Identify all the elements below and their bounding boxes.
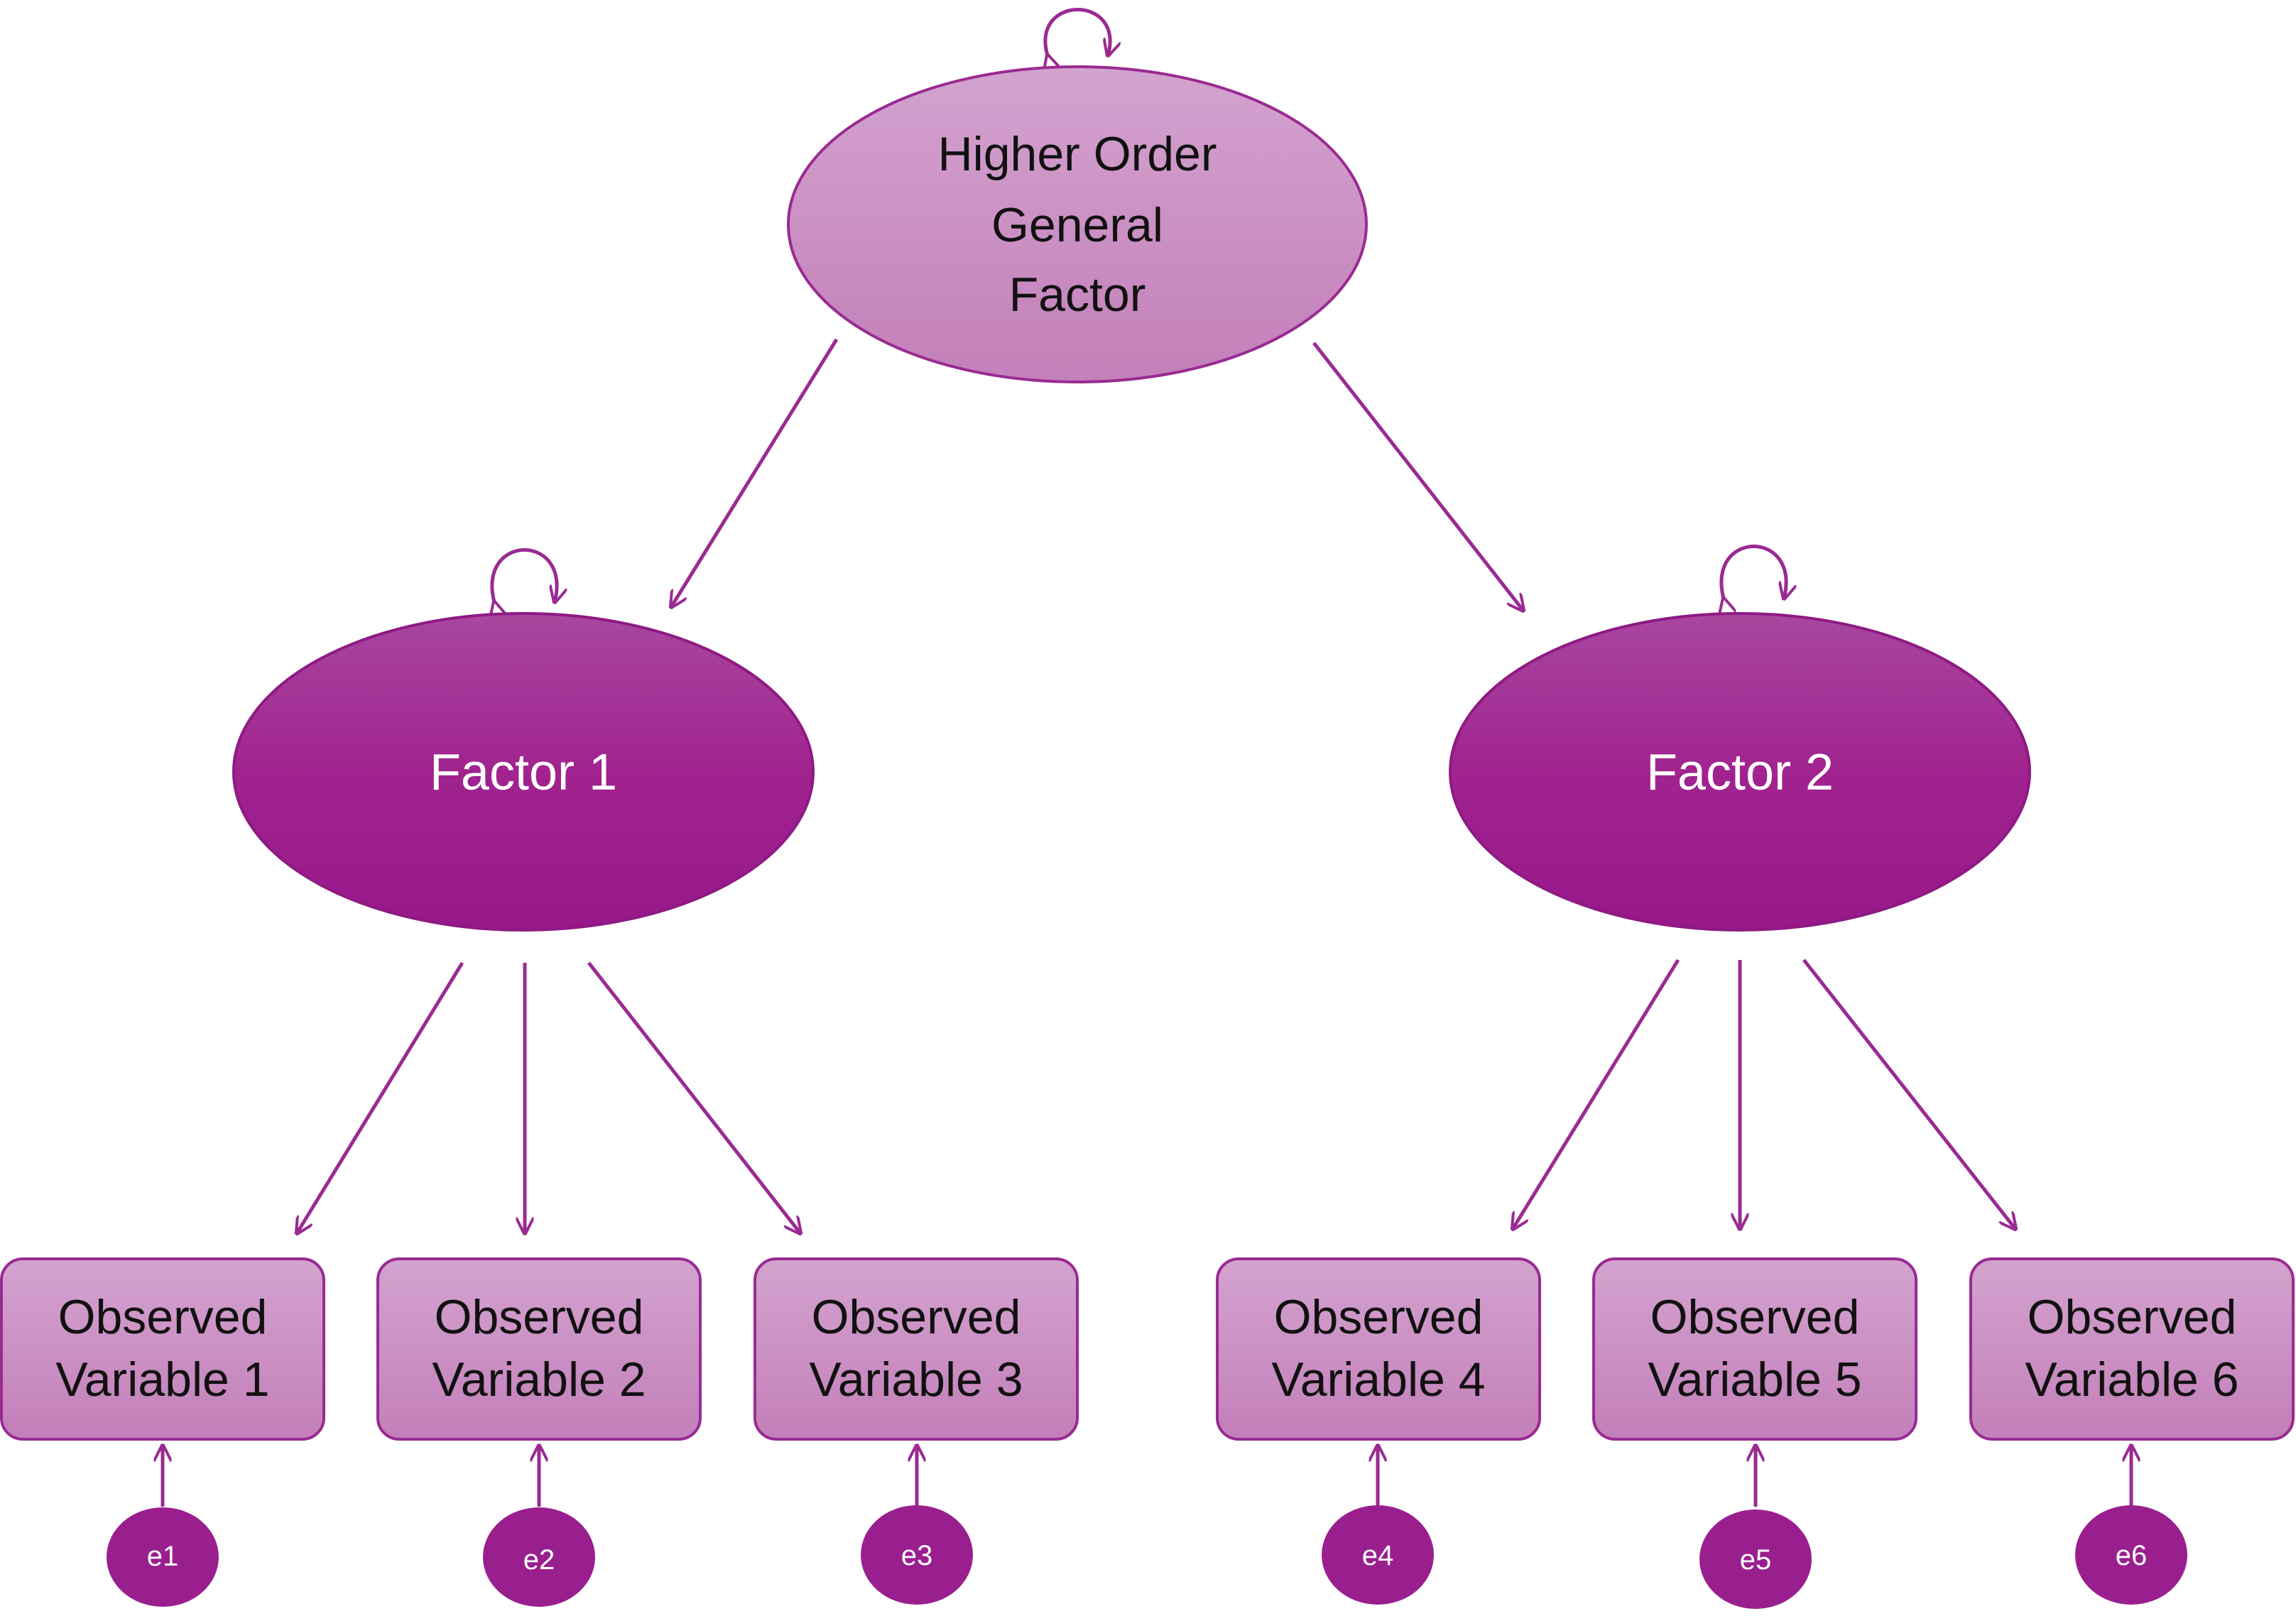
observed-variable-6-line-2: Variable 6 [2025,1353,2238,1407]
variance-loop-factor2 [1721,545,1786,599]
variance-loop-factor1 [492,548,557,603]
factor2-label: Factor 2 [1646,744,1834,801]
observed-variable-1-line-1: Observed [58,1290,268,1344]
observed-variable-1: Observed Variable 1 [0,1257,325,1441]
error-term-e1-label: e1 [147,1541,179,1572]
observed-variable-3-line-2: Variable 3 [809,1353,1023,1407]
factor1-label: Factor 1 [430,744,617,801]
observed-variable-1-line-2: Variable 1 [55,1353,269,1407]
observed-variable-3: Observed Variable 3 [753,1257,1079,1441]
general-factor-node: Higher Order General Factor [787,65,1368,383]
observed-variable-4-line-1: Observed [1274,1290,1484,1344]
observed-variable-2-line-1: Observed [435,1290,644,1344]
error-term-e4-label: e4 [1362,1540,1394,1571]
factor2-node: Factor 2 [1449,612,2031,932]
observed-variable-5-line-2: Variable 5 [1648,1353,1861,1407]
path-general-to-factor1 [671,338,839,607]
general-factor-label-line-2: General [991,198,1163,252]
error-term-e3-label: e3 [901,1540,933,1571]
error-term-e6: e6 [2075,1505,2187,1605]
general-factor-label-line-1: Higher Order [937,127,1217,181]
observed-variable-2-line-2: Variable 2 [432,1353,646,1407]
factor1-node: Factor 1 [232,612,815,932]
error-term-e2-label: e2 [523,1544,555,1576]
observed-variable-6: Observed Variable 6 [1969,1257,2295,1441]
path-factor1-to-observed1 [297,961,464,1233]
path-factor1-to-observed3 [587,961,800,1233]
error-term-e4: e4 [1322,1505,1434,1605]
general-factor-label-line-3: Factor [1009,268,1146,322]
path-factor2-to-observed4 [1513,959,1680,1229]
error-term-e1: e1 [107,1507,219,1607]
error-term-e3: e3 [861,1505,973,1605]
observed-variable-2: Observed Variable 2 [376,1257,702,1441]
path-general-to-factor2 [1312,342,1523,611]
observed-variable-5-line-1: Observed [1650,1290,1860,1344]
error-term-e5: e5 [1699,1509,1812,1609]
observed-variable-4-line-2: Variable 4 [1271,1353,1485,1407]
observed-variable-3-line-1: Observed [812,1290,1021,1344]
error-term-e5-label: e5 [1740,1544,1772,1576]
observed-variable-4: Observed Variable 4 [1216,1257,1541,1441]
path-factor2-to-observed6 [1802,959,2015,1229]
error-term-e2: e2 [483,1507,595,1607]
observed-variable-5: Observed Variable 5 [1592,1257,1917,1441]
observed-variable-6-line-1: Observed [2028,1290,2237,1344]
error-term-e6-label: e6 [2116,1540,2148,1571]
variance-loop-general [1045,8,1110,56]
